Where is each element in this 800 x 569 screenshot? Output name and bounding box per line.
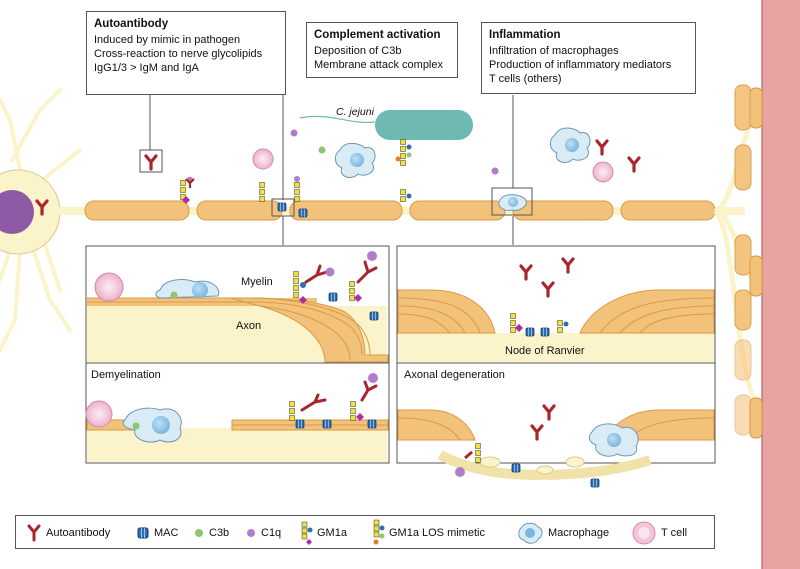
- inflammation-line-2: Production of inflammatory mediators: [489, 59, 672, 71]
- myelin-segments: [84, 200, 716, 221]
- autoantibody-line-1: Induced by mimic in pathogen: [94, 34, 241, 46]
- axonal-degeneration-label: Axonal degeneration: [404, 369, 505, 381]
- mac-panel3-3: [367, 419, 377, 429]
- complement-line-2: Membrane attack complex: [314, 59, 443, 71]
- legend-label-gm1a-los: GM1a LOS mimetic: [389, 527, 485, 539]
- legend-item-c3b: C3b: [193, 516, 229, 550]
- legend-item-gm1a: GM1a: [299, 516, 347, 550]
- legend-item-macrophage: Macrophage: [516, 516, 609, 550]
- antibody-3: [627, 156, 641, 173]
- c3b-1: [318, 146, 326, 154]
- mac-panel4-2: [590, 478, 600, 488]
- mac-panel3-1: [295, 419, 305, 429]
- legend-label-c3b: C3b: [209, 527, 230, 539]
- axon-label: Axon: [236, 320, 262, 332]
- gm1a-axon-3: [294, 176, 300, 202]
- legend-label-t-cell: T cell: [661, 527, 688, 539]
- neuron-nucleus: [0, 190, 34, 234]
- legend-item-t-cell: T cell: [631, 516, 687, 550]
- legend-label-mac: MAC: [154, 527, 179, 539]
- t-cell-icon: [632, 521, 656, 545]
- legend-item-mac: MAC: [136, 516, 178, 550]
- c-jejuni: [375, 110, 473, 140]
- neuromuscular-junctions: [749, 87, 763, 439]
- panel2-node: [397, 289, 715, 362]
- panel2-glycans: [510, 313, 569, 333]
- panel3-glycans: [289, 373, 378, 421]
- gm1a-axon-2: [259, 182, 265, 202]
- macrophage-icon: [518, 522, 543, 544]
- mac-axon-1: [277, 202, 287, 212]
- t-cell-panel1: [94, 272, 124, 302]
- antibody-icon: [27, 524, 41, 542]
- panel1-glycans: [293, 251, 378, 304]
- t-cell-panel3: [85, 400, 113, 428]
- mac-icon: [137, 527, 149, 539]
- t-cell-1: [252, 148, 274, 170]
- legend-item-autoantibody: Autoantibody: [26, 516, 110, 550]
- legend-item-gm1a-los: GM1a LOS mimetic: [371, 516, 485, 550]
- legend-label-macrophage: Macrophage: [548, 527, 610, 539]
- legend-label-c1q: C1q: [261, 527, 282, 539]
- inflammation-box: Inflammation Infiltration of macrophages…: [481, 22, 696, 94]
- demyelination-label: Demyelination: [91, 369, 161, 381]
- antibody-2: [595, 139, 609, 156]
- inflammation-line-1: Infiltration of macrophages: [489, 45, 619, 57]
- mac-panel1-2: [369, 311, 379, 321]
- muscle-fiber: [762, 0, 800, 569]
- mac-panel4-1: [511, 463, 521, 473]
- c1q-1: [290, 129, 298, 137]
- legend: Autoantibody MAC C3b C1q GM1a GM1a LOS m…: [15, 515, 715, 549]
- c3b-icon: [195, 529, 203, 537]
- los-mimetic-glycan: [395, 139, 412, 166]
- mac-axon-2: [298, 208, 308, 218]
- c1q-2: [491, 167, 499, 175]
- panel1-myelin: [87, 297, 389, 363]
- panel4-glycans: [455, 443, 481, 477]
- complement-box: Complement activation Deposition of C3b …: [306, 22, 458, 78]
- autoantibody-title: Autoantibody: [94, 18, 169, 30]
- legend-label-autoantibody: Autoantibody: [46, 527, 111, 539]
- gm1a-los-icon: [373, 519, 385, 545]
- mac-panel3-2: [322, 419, 332, 429]
- mac-panel2-1: [525, 327, 535, 337]
- bacterium-flagellum: [299, 115, 376, 124]
- mac-panel1-1: [328, 292, 338, 302]
- inflammation-line-3: T cells (others): [489, 73, 562, 85]
- mac-panel2-2: [540, 327, 550, 337]
- gm1a-icon: [301, 521, 313, 545]
- node-of-ranvier-label: Node of Ranvier: [505, 345, 585, 357]
- legend-label-gm1a: GM1a: [317, 527, 347, 539]
- autoantibody-line-3: IgG1/3 > IgM and IgA: [94, 62, 199, 74]
- t-cell-2: [592, 161, 614, 183]
- inflammation-title: Inflammation: [489, 29, 561, 41]
- pathogen-label: C. jejuni: [336, 106, 374, 118]
- legend-item-c1q: C1q: [245, 516, 281, 550]
- complement-line-1: Deposition of C3b: [314, 45, 402, 57]
- myelin-label: Myelin: [241, 276, 273, 288]
- gm1a-axon-1: [180, 176, 195, 204]
- complement-title: Complement activation: [314, 29, 441, 41]
- autoantibody-box: Autoantibody Induced by mimic in pathoge…: [86, 11, 286, 95]
- gm1a-axon-4: [400, 189, 412, 202]
- autoantibody-line-2: Cross-reaction to nerve glycolipids: [94, 48, 263, 60]
- c1q-icon: [247, 529, 255, 537]
